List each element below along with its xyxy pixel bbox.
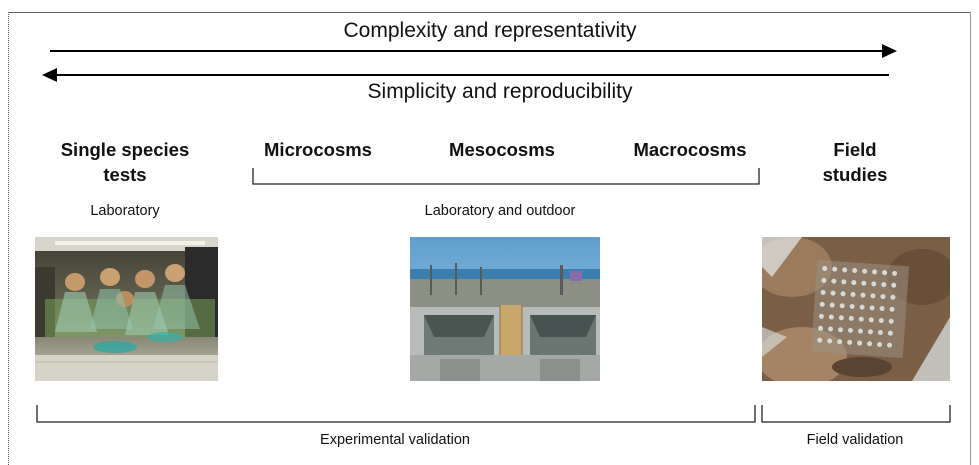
experimental-validation-bracket bbox=[36, 405, 756, 423]
frame-left-border bbox=[8, 12, 9, 465]
simplicity-label: Simplicity and reproducibility bbox=[367, 80, 633, 103]
macrocosms-label: Macrocosms bbox=[633, 139, 747, 160]
mesocosms-label: Mesocosms bbox=[449, 139, 555, 160]
field-sampling-grid-photo bbox=[762, 237, 950, 381]
complexity-label: Complexity and representativity bbox=[343, 19, 637, 42]
single-species-tests-label: Single species tests bbox=[60, 139, 190, 185]
field-studies-label: Field studies bbox=[822, 139, 888, 185]
simplicity-arrow-head bbox=[42, 68, 57, 82]
lab-and-outdoor-label: Laboratory and outdoor bbox=[424, 203, 576, 219]
laboratory-flasks-photo bbox=[35, 237, 218, 381]
field-validation-label: Field validation bbox=[806, 432, 904, 448]
experimental-validation-label: Experimental validation bbox=[320, 432, 470, 448]
frame-top-border bbox=[8, 12, 970, 13]
cosms-bracket bbox=[252, 168, 760, 185]
complexity-arrow-head bbox=[882, 44, 897, 58]
laboratory-label: Laboratory bbox=[90, 203, 160, 219]
frame-right-border bbox=[970, 12, 971, 465]
field-validation-bracket bbox=[761, 405, 951, 423]
microcosms-label: Microcosms bbox=[264, 139, 372, 160]
outdoor-mesocosm-tanks-photo bbox=[410, 237, 600, 381]
